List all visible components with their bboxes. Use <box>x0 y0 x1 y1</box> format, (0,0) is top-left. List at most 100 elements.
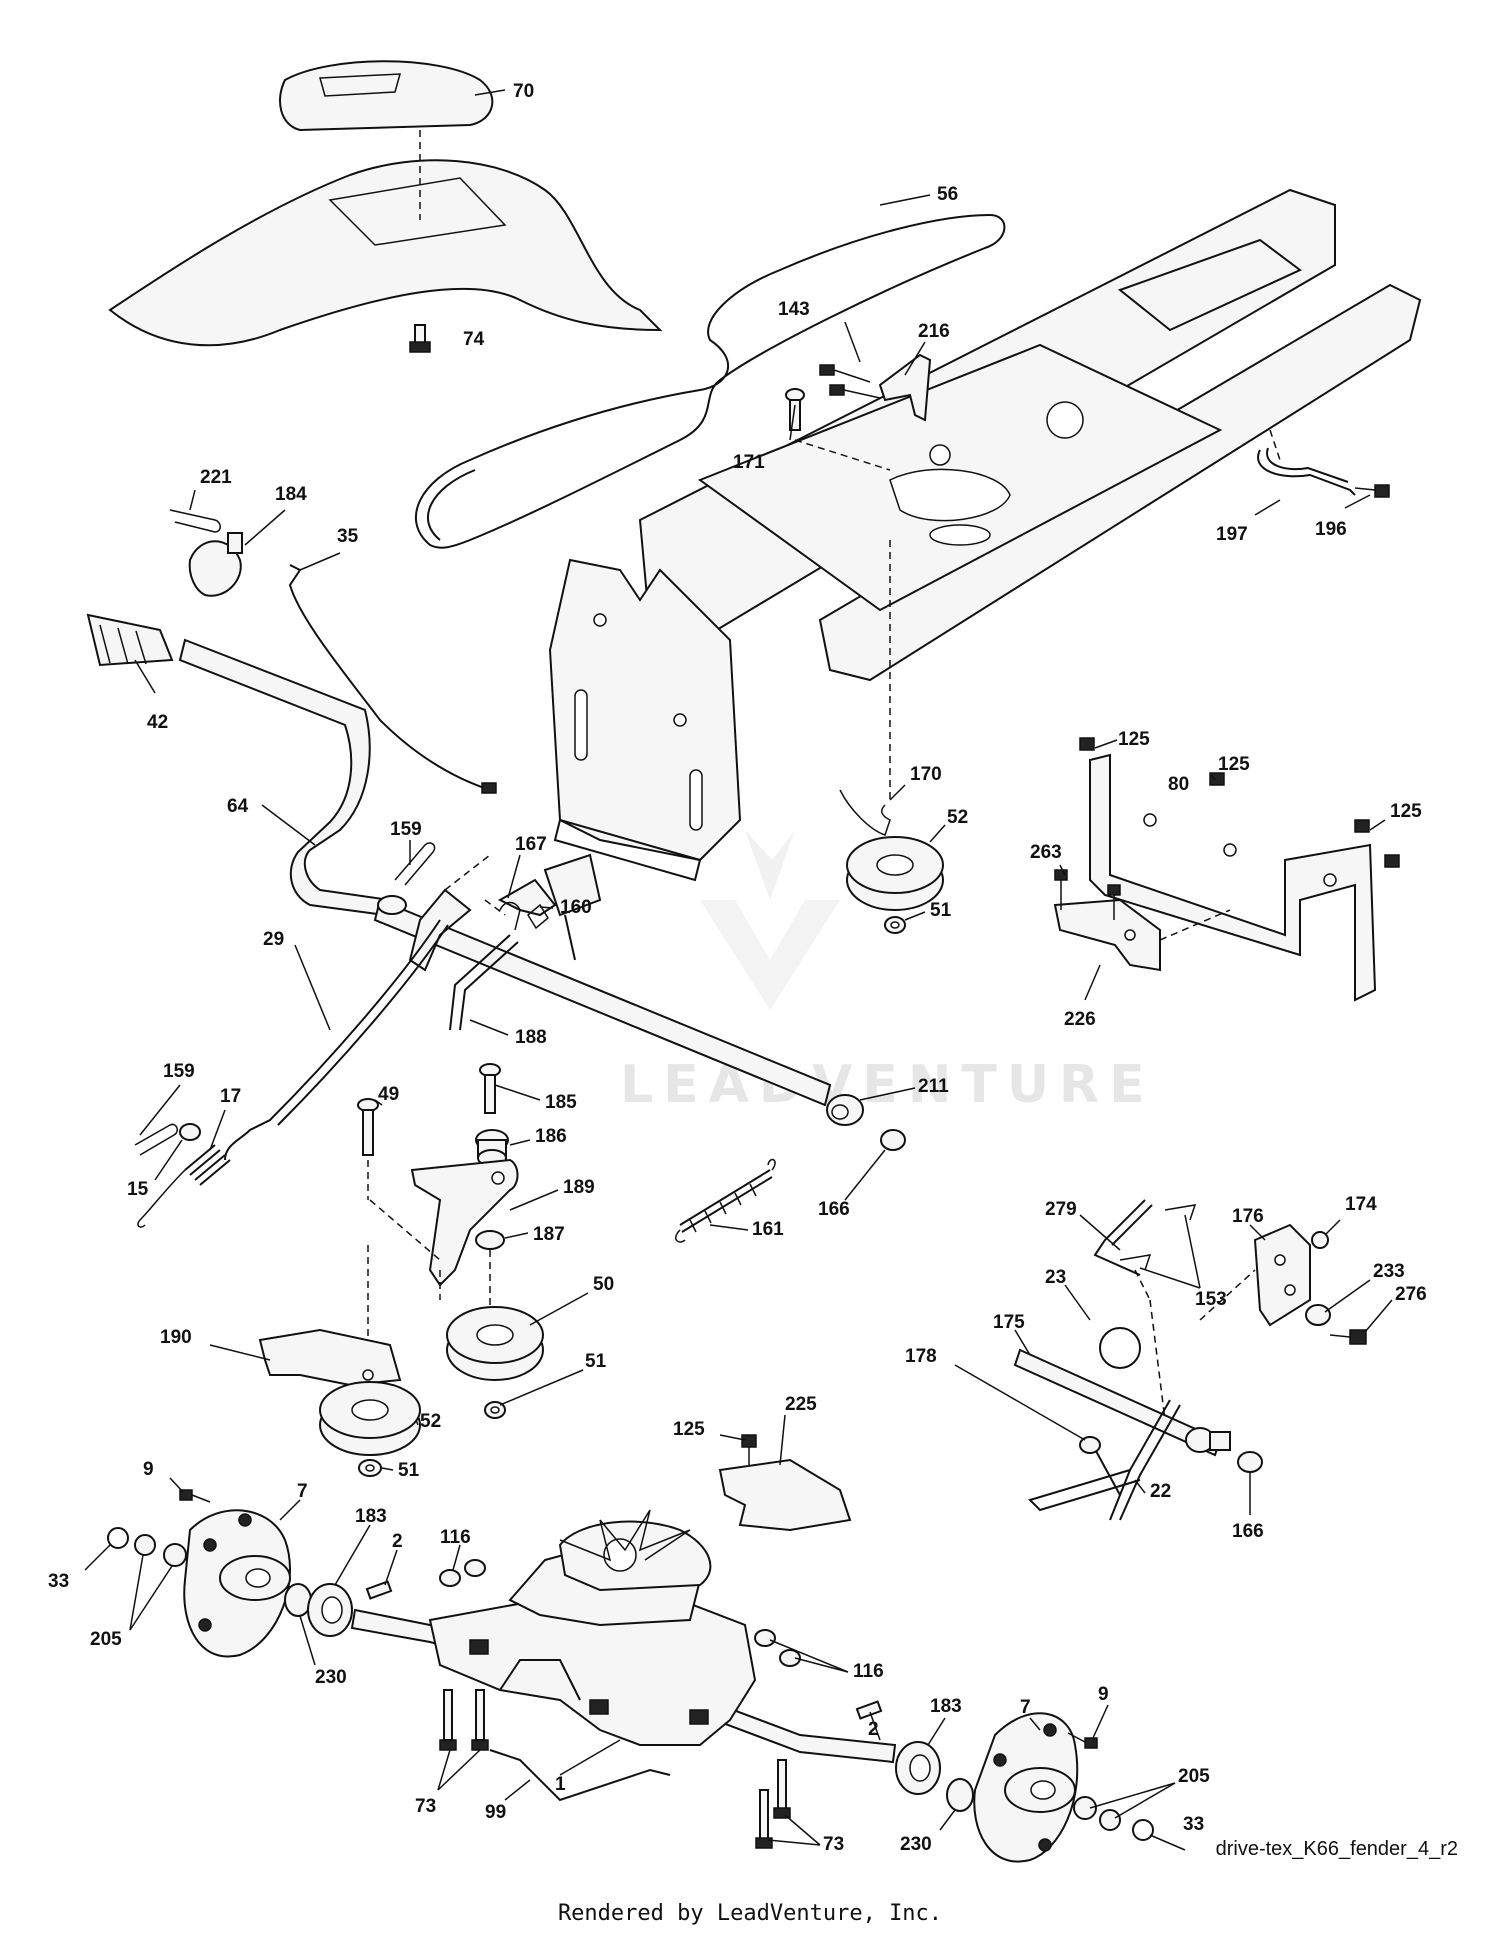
washer-205-right-b <box>1099 1809 1121 1831</box>
bracket-226 <box>1053 898 1161 972</box>
washer-205-right-a <box>1073 1796 1097 1820</box>
hub-left <box>183 1509 291 1658</box>
lever-64 <box>178 638 392 917</box>
washer-233 <box>1305 1304 1331 1326</box>
part-label: 233 <box>1373 1261 1405 1282</box>
washer-187 <box>475 1230 505 1250</box>
rod-99 <box>489 1749 671 1802</box>
bracket-190 <box>258 1328 402 1387</box>
part-label: 184 <box>275 484 307 505</box>
part-label: 33 <box>48 1571 69 1592</box>
part-label: 51 <box>930 900 952 921</box>
part-label: 64 <box>227 796 249 817</box>
clip-33-left <box>107 1527 129 1549</box>
hub-right <box>973 1712 1079 1863</box>
part-label: 197 <box>1216 524 1248 545</box>
idler-arm-189 <box>410 1158 519 1287</box>
key-2-left <box>365 1580 393 1600</box>
part-label: 125 <box>1118 729 1150 750</box>
part-label: 50 <box>593 1274 614 1295</box>
part-label: 2 <box>868 1719 879 1740</box>
part-label: 73 <box>823 1834 844 1855</box>
part-label: 2 <box>392 1531 403 1552</box>
part-label: 178 <box>905 1346 937 1367</box>
bearing-183-left <box>307 1583 353 1637</box>
part-label: 205 <box>90 1629 122 1650</box>
part-label: 166 <box>818 1199 850 1220</box>
part-label: 49 <box>378 1084 399 1105</box>
screw-9-left <box>179 1489 211 1503</box>
part-label: 185 <box>545 1092 577 1113</box>
pulley-50 <box>446 1306 544 1381</box>
washer-166-b <box>1237 1451 1263 1473</box>
pin-159-top <box>394 842 436 886</box>
bolts-73-right <box>755 1759 791 1849</box>
part-label: 22 <box>1150 1481 1171 1502</box>
tractor-frame <box>548 188 1422 882</box>
clip-167 <box>499 901 521 931</box>
bolt-171 <box>785 388 805 431</box>
part-label: 211 <box>918 1076 949 1097</box>
part-labels: 70 74 56 143 216 171 197 196 221 184 35 … <box>48 81 1427 1855</box>
washer-205-left-b <box>163 1543 187 1567</box>
pulley-52-lower <box>319 1381 421 1456</box>
rod-279 <box>1093 1199 1153 1276</box>
bracket-225 <box>718 1458 852 1532</box>
bolt-125-lower <box>741 1434 757 1470</box>
bolt-196 <box>1354 484 1390 498</box>
part-label: 166 <box>1232 1521 1264 1542</box>
footer-credit: Rendered by LeadVenture, Inc. <box>558 1901 942 1926</box>
washer-230-right <box>946 1778 974 1812</box>
part-label: 80 <box>1168 774 1189 795</box>
part-label: 17 <box>220 1086 241 1107</box>
clip-221 <box>169 509 221 533</box>
fender <box>108 159 663 347</box>
part-label: 183 <box>355 1506 387 1527</box>
nut-51-mid <box>484 1401 506 1419</box>
bolts-125-bracket <box>1079 737 1400 868</box>
part-label: 170 <box>910 764 942 785</box>
part-label: 160 <box>560 897 592 918</box>
bracket-80 <box>1089 753 1377 1002</box>
part-label: 279 <box>1045 1199 1077 1220</box>
key-2-right <box>855 1700 883 1720</box>
part-label: 183 <box>930 1696 962 1717</box>
part-label: 125 <box>1218 754 1250 775</box>
bearing-183-right <box>895 1741 941 1795</box>
part-label: 205 <box>1178 1766 1210 1787</box>
part-label: 29 <box>263 929 284 950</box>
bolts-73-left <box>439 1689 489 1751</box>
rod-197 <box>1257 449 1356 496</box>
part-label: 226 <box>1064 1009 1096 1030</box>
bolts-143 <box>819 364 881 399</box>
bolt-49 <box>357 1098 379 1156</box>
washer-15 <box>179 1123 201 1141</box>
lever-22 <box>1028 1399 1181 1521</box>
watermark-logo <box>700 830 840 1010</box>
part-label: 187 <box>533 1224 565 1245</box>
part-label: 276 <box>1395 1284 1427 1305</box>
spring-161 <box>675 1158 776 1243</box>
part-label: 143 <box>778 299 810 320</box>
part-label: 230 <box>900 1834 932 1855</box>
part-label: 161 <box>752 1219 784 1240</box>
clips-153 <box>1119 1204 1197 1271</box>
part-label: 7 <box>1020 1697 1031 1718</box>
part-label: 189 <box>563 1177 595 1198</box>
part-label: 186 <box>535 1126 567 1147</box>
clip-160 <box>527 903 549 930</box>
part-label: 188 <box>515 1027 547 1048</box>
part-label: 225 <box>785 1394 817 1415</box>
cable-35 <box>288 564 491 791</box>
shaft-211 <box>373 898 832 1107</box>
bushing-178 <box>1079 1436 1101 1454</box>
part-label: 167 <box>515 834 547 855</box>
part-label: 51 <box>585 1351 607 1372</box>
part-label: 9 <box>1098 1684 1109 1705</box>
part-label: 33 <box>1183 1814 1204 1835</box>
leader-lines <box>84 89 1393 1851</box>
part-label: 51 <box>398 1460 420 1481</box>
bolt-185 <box>479 1063 501 1114</box>
part-label: 70 <box>513 81 534 102</box>
